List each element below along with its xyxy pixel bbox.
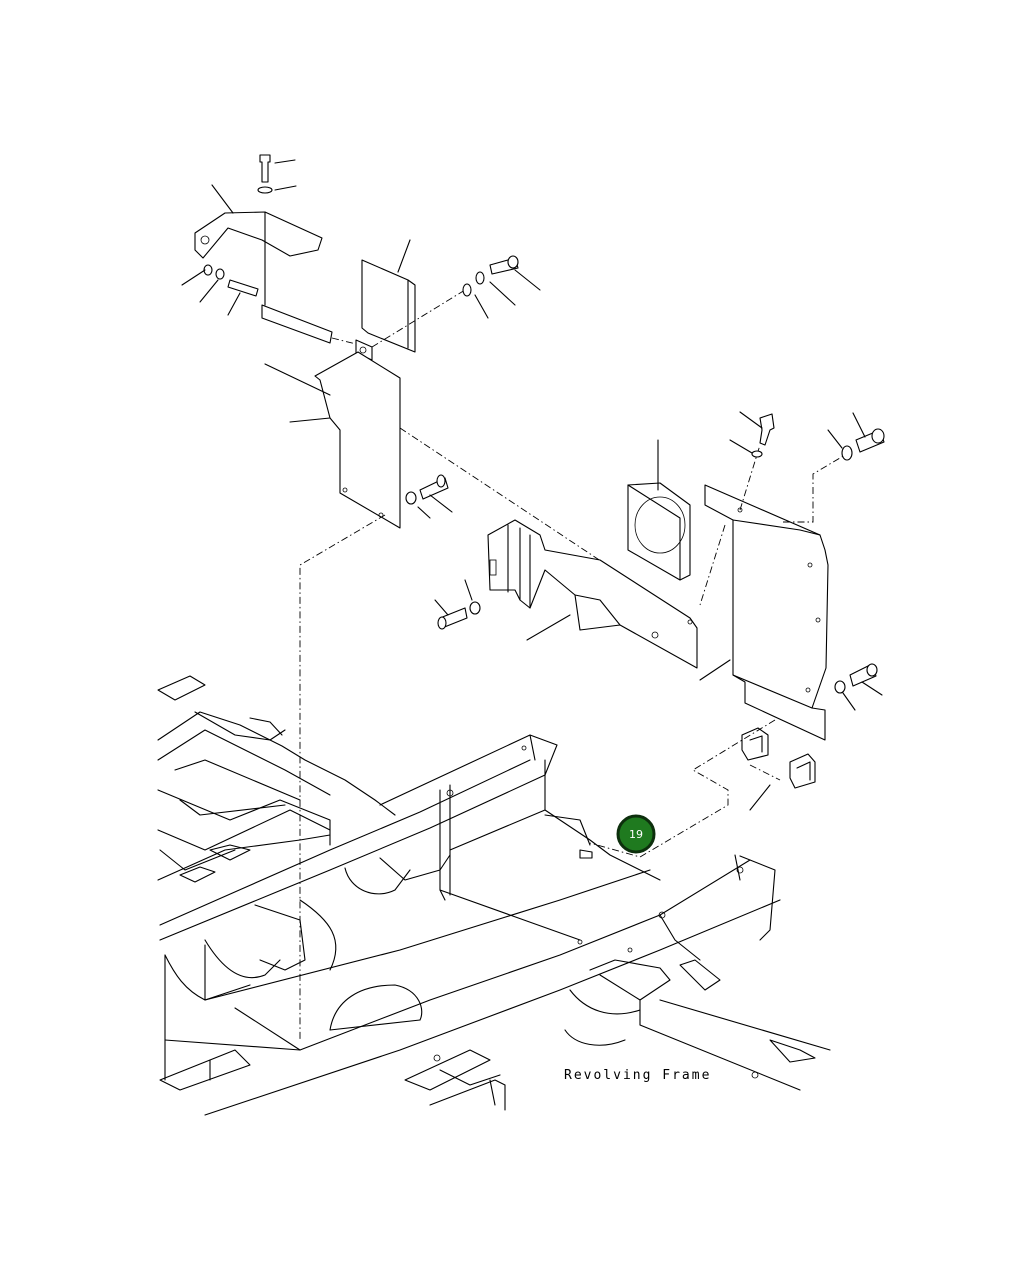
rubber-pad-upper: [331, 239, 541, 361]
frame-label: Revolving Frame: [564, 1068, 711, 1083]
callout-badge[interactable]: [616, 814, 656, 854]
rubber-pad-middle: [627, 439, 691, 581]
right-side-cover: [699, 411, 885, 741]
upper-vertical-plate: [264, 351, 453, 1040]
callout-number: 19: [629, 828, 643, 841]
revolving-frame: [157, 675, 831, 1116]
callout-19[interactable]: 19: [616, 814, 656, 854]
upper-bracket-assembly: [181, 154, 333, 344]
mounting-clips: [589, 719, 816, 858]
middle-duct-panel: [434, 519, 698, 669]
